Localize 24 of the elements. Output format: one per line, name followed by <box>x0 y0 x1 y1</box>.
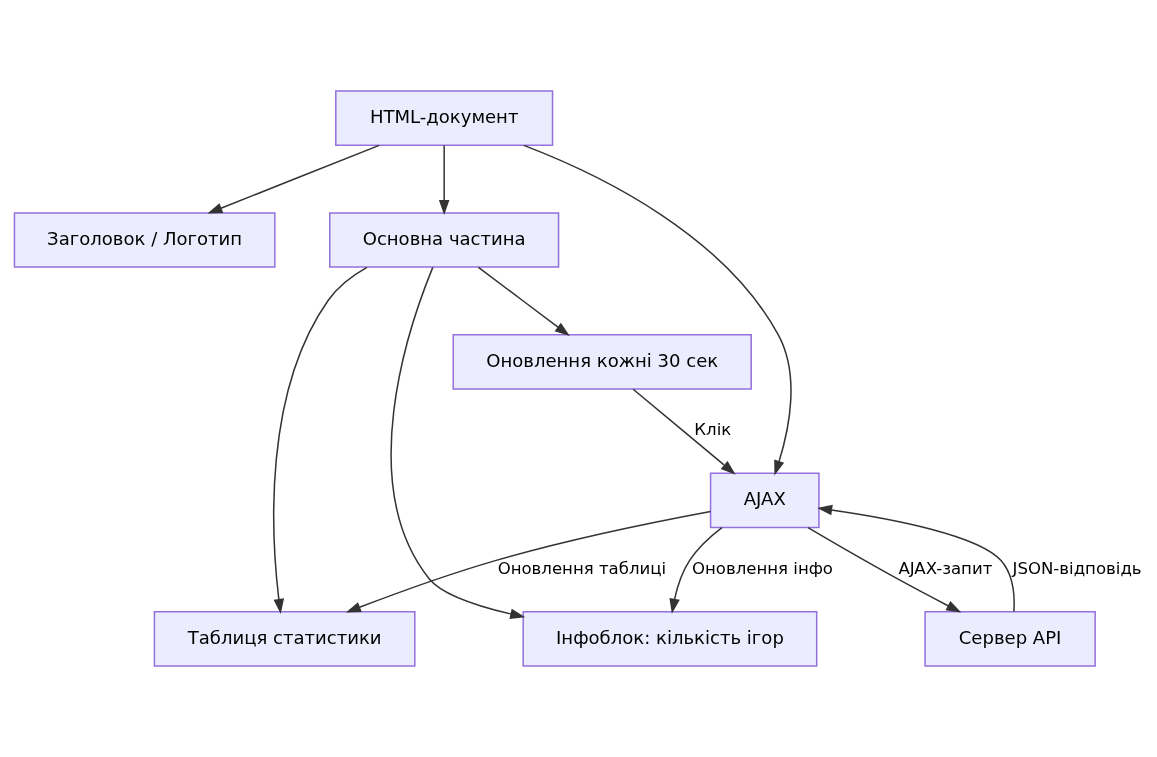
node-box: Оновлення кожні 30 сек <box>452 334 752 390</box>
arrow <box>390 266 526 620</box>
arrow <box>477 266 570 337</box>
arrow <box>345 510 712 613</box>
edge-label: Оновлення інфо <box>691 558 834 578</box>
edge-label: Оновлення таблиці <box>497 558 667 578</box>
arrow <box>632 388 736 475</box>
arrow <box>669 526 723 614</box>
edge-label: AJAX-запит <box>898 558 993 578</box>
arrow <box>273 266 368 614</box>
node-box: Заголовок / Логотип <box>13 212 276 268</box>
arrow <box>817 504 1015 613</box>
node-box: Сервер API <box>924 611 1096 667</box>
arrow <box>438 144 450 216</box>
arrow <box>807 526 962 613</box>
node-box: Основна частина <box>329 212 560 268</box>
node-box: Інфоблок: кількість ігор <box>522 611 818 667</box>
arrow <box>207 144 380 214</box>
arrow <box>523 144 792 476</box>
edge-label: Клік <box>694 420 732 440</box>
node-box: AJAX <box>709 472 820 529</box>
node-box: HTML-документ <box>335 90 554 146</box>
node-box: Таблиця статистики <box>153 611 416 667</box>
edge-label: JSON-відповідь <box>1012 558 1142 578</box>
